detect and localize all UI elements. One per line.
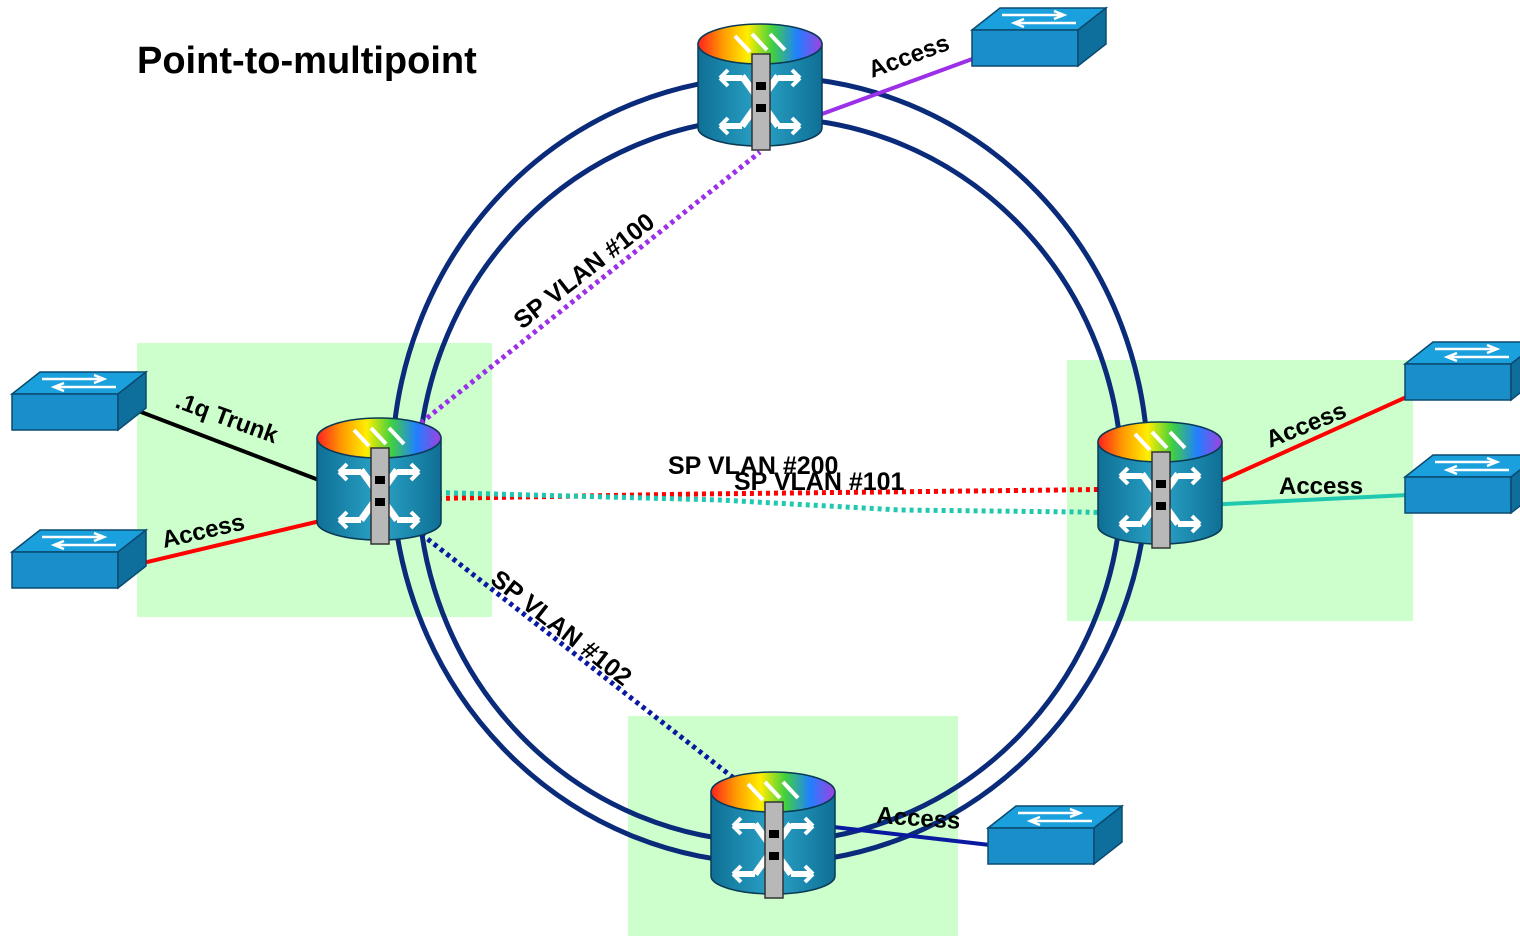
label-access-top: Access (865, 30, 953, 84)
label-sp-vlan-101: SP VLAN #101 (734, 468, 905, 496)
label-sp-vlan-102: SP VLAN #102 (485, 565, 637, 692)
switch-icon-left-lower (10, 528, 148, 590)
access-link-left (121, 515, 338, 570)
router-icon-left (317, 418, 441, 544)
router-icon-bottom (711, 772, 835, 898)
diagram-title: Point-to-multipoint (137, 40, 477, 82)
access-link-right-lower (1204, 493, 1409, 507)
switch-icon-bottom-right (986, 804, 1124, 866)
access-link-right-upper (1204, 388, 1423, 490)
switch-icon-top-right (970, 6, 1108, 68)
switch-icon-right-lower (1403, 453, 1520, 515)
switch-icon-right-upper (1403, 340, 1520, 402)
vlan-100-path (350, 150, 762, 480)
trunk-link (114, 400, 338, 489)
label-access-right-lower: Access (1279, 473, 1363, 500)
router-icon-right (1098, 422, 1222, 548)
router-icon-top (698, 24, 822, 150)
switch-icon-left-upper (10, 370, 148, 432)
label-sp-vlan-200: SP VLAN #200 (668, 452, 838, 480)
label-sp-vlan-100: SP VLAN #100 (508, 208, 660, 335)
label-access-bottom: Access (876, 802, 962, 835)
access-link-top (799, 56, 976, 124)
